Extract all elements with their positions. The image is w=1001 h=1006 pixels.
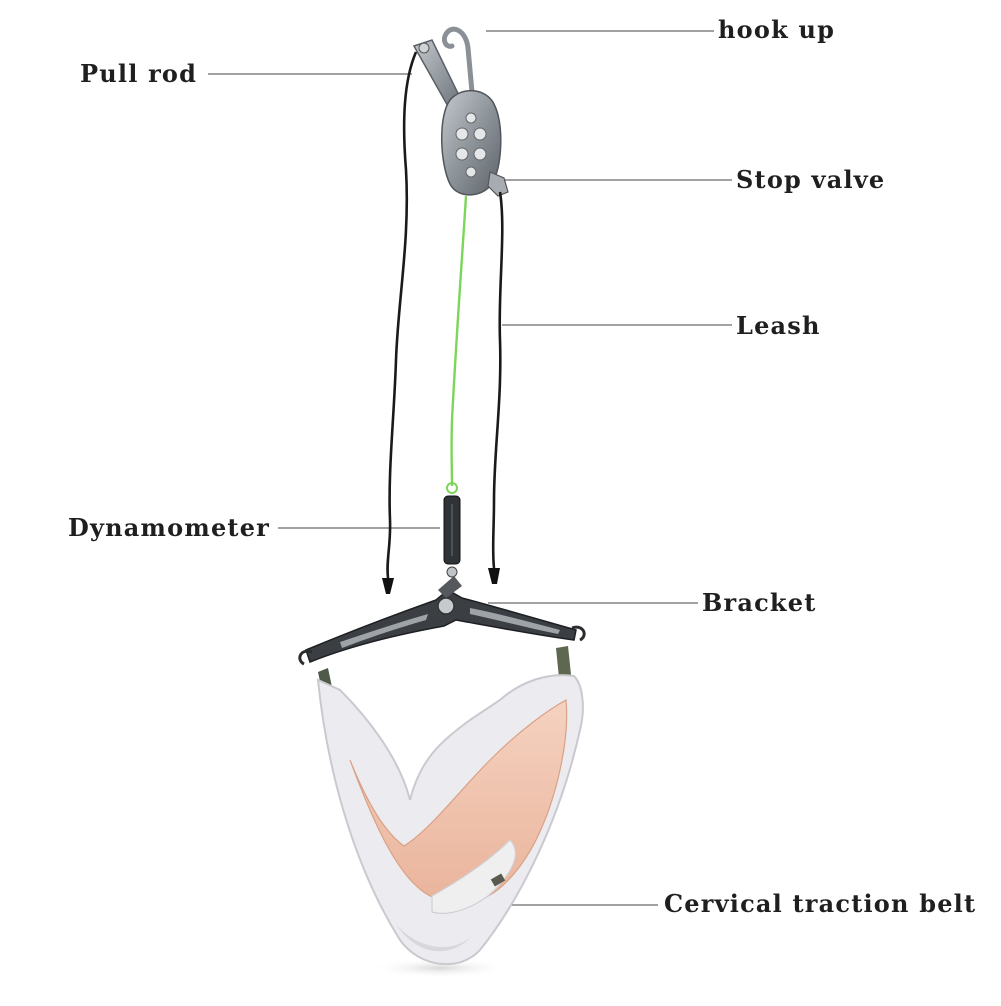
label-pull-rod: Pull rod (80, 59, 198, 88)
leash-left-toggle (382, 578, 394, 594)
leader-lines (208, 30, 732, 906)
label-bracket: Bracket (702, 588, 817, 617)
label-leash: Leash (736, 311, 821, 340)
leash-right (491, 191, 504, 569)
pull-rod-pivot (418, 42, 430, 54)
pulley-block (441, 90, 502, 196)
label-cervical-traction-belt: Cervical traction belt (664, 889, 977, 918)
label-dynamometer: Dynamometer (68, 513, 271, 542)
bracket-bar (298, 576, 586, 666)
label-stop-valve: Stop valve (736, 165, 886, 194)
hook-icon (441, 26, 475, 95)
label-hook-up: hook up (718, 15, 836, 44)
leash-right-toggle (488, 568, 500, 584)
leash-left (386, 51, 418, 579)
stop-valve (487, 171, 509, 197)
cervical-traction-belt (316, 674, 584, 966)
spring-cord (450, 195, 468, 487)
